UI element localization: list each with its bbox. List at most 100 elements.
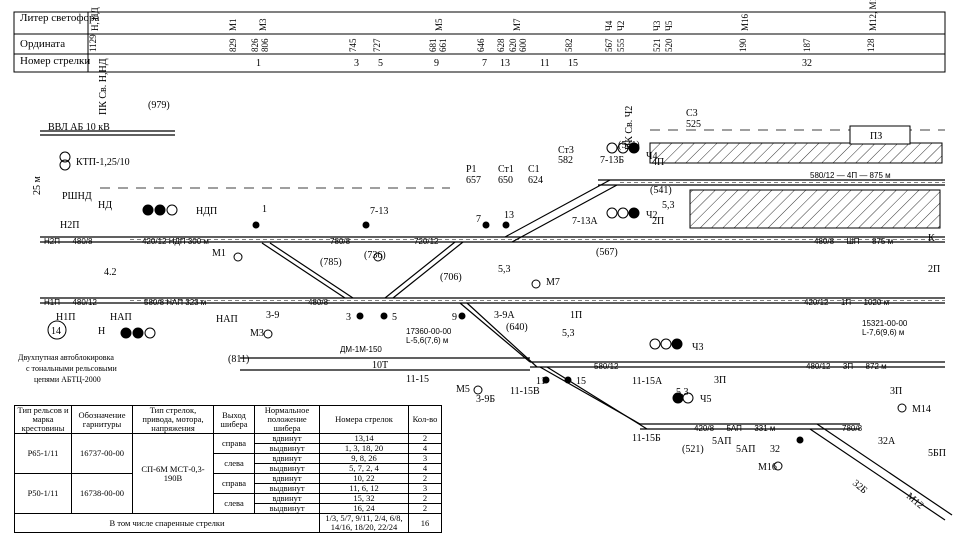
- switch-7-num: 7: [476, 214, 481, 225]
- transformer-icon: [59, 159, 71, 171]
- st3-label: Ст3: [558, 145, 574, 156]
- circle-14-label: 14: [51, 326, 61, 337]
- row-label-ordinate: Ордината: [20, 38, 65, 50]
- value-53: 5,3: [676, 387, 689, 398]
- track-1p-label: 1П: [570, 310, 582, 321]
- track-4p-label: 4П: [652, 157, 664, 168]
- km-736: (736): [364, 250, 386, 261]
- spec-header-row: Тип рельсов и марка крестовины Обозначен…: [14, 405, 442, 434]
- signal-lamp-icon: [617, 142, 629, 154]
- track-shp-length: 480/8 — ШП — 875 м: [814, 237, 893, 246]
- signal-lamp-icon: [606, 142, 618, 154]
- signal-lamp-icon: [154, 204, 166, 216]
- switch-number-cells: 1 3 5 9 7 13 11 15 32: [256, 58, 812, 69]
- distance-label: 25 м: [32, 176, 43, 196]
- signal-m12-label: М12: [904, 491, 926, 512]
- ndp-label: НДП: [196, 206, 217, 217]
- spec-nums: 5, 7, 2, 4: [319, 463, 409, 474]
- track-n1p-length: Н1П — 480/12: [44, 298, 97, 307]
- pk-nnd-label: ПК Св. Н,НД: [98, 58, 109, 115]
- track-5ap-length: 420/8 — 5АП — 331 м: [694, 424, 775, 433]
- signal-lamp-icon: [672, 392, 684, 404]
- km-785: (785): [320, 257, 342, 268]
- switch-point-icon: [542, 376, 550, 384]
- signal-ch2: Ч2: [616, 21, 626, 31]
- spec-qty: 2: [408, 503, 442, 514]
- spec-nums: 16, 24: [319, 503, 409, 514]
- switch-number: 1: [256, 58, 261, 69]
- dwarf-signal-icon: [773, 461, 783, 471]
- c1-num: 624: [528, 175, 543, 186]
- signal-ch4-label: Ч4: [646, 151, 658, 162]
- track-10t-label: 10Т: [372, 360, 388, 371]
- spec-header: Кол-во: [408, 405, 442, 434]
- switch-32-label: 32: [770, 444, 780, 455]
- switch-5-num: 5: [392, 312, 397, 323]
- switch-39b-label: 3-9Б: [476, 394, 495, 405]
- ordinate: 582: [564, 39, 574, 53]
- switch-1115b-label: 11-15Б: [632, 433, 661, 444]
- km-811: (811): [228, 354, 249, 365]
- track-ndp-length: 420/12 НДП 300 м: [142, 237, 209, 246]
- track-nap-length: 580/8 НАП 323 м: [144, 298, 206, 307]
- switch-39-label: 3-9: [266, 310, 279, 321]
- spec-header: Нормальное положение шибера: [254, 405, 320, 434]
- track-480-length: 480/8: [308, 298, 329, 307]
- track-2p-end-label: 2П: [928, 264, 940, 275]
- dwarf-signal-icon: [373, 252, 383, 262]
- track-3p-end-label: 3П: [890, 386, 902, 397]
- spec-qty: 4: [408, 443, 442, 454]
- ordinate: 555: [616, 38, 626, 52]
- switch-number: 3: [354, 58, 359, 69]
- ordinate: 600: [518, 38, 528, 52]
- signal-lamp-icon: [671, 338, 683, 350]
- header-table: Литер светофора Ордината Номер стрелки Н…: [13, 0, 946, 73]
- spec-pos: вдвинут: [254, 493, 320, 504]
- ordinate: 829: [228, 38, 238, 52]
- track-720-length: 720/12: [414, 237, 439, 246]
- spec-header: Тип рельсов и марка крестовины: [14, 405, 72, 434]
- ordinate: 620: [508, 38, 518, 52]
- turnout-17360-length: L-5,6(7,6) м: [406, 336, 448, 345]
- signal-lamp-icon: [142, 204, 154, 216]
- n1p-label: Н1П: [56, 312, 75, 323]
- spec-header: Обозначение гарнитуры: [71, 405, 133, 434]
- catenary-line: [40, 129, 945, 189]
- switch-point-icon: [380, 312, 388, 320]
- dwarf-signal-icon: [897, 403, 907, 413]
- spec-row: Р65-1/11 16737-00-00 СП-6М МСТ-0,3-190В …: [14, 433, 442, 514]
- switch-number: 15: [568, 58, 578, 69]
- ab-note-line1: Двухпутная автоблокировка: [18, 353, 114, 362]
- spec-pos: выдвинут: [254, 483, 320, 494]
- switch-point-icon: [564, 376, 572, 384]
- spec-pos: выдвинут: [254, 503, 320, 514]
- track-5bp-label: 5БП: [928, 448, 946, 459]
- ordinate: 681: [428, 39, 438, 53]
- spec-nums: 1, 3, 18, 20: [319, 443, 409, 454]
- turnout-17360: 17360-00-00: [406, 327, 452, 336]
- spec-pos: вдвинут: [254, 433, 320, 444]
- ab-note-line3: цепями АБТЦ-2000: [34, 375, 101, 384]
- spec-rail-type: Р50-1/11: [14, 473, 72, 514]
- signal-ch3-label: Ч3: [692, 342, 704, 353]
- ordinate: 646: [476, 38, 486, 52]
- p1-label: Р1: [466, 164, 477, 175]
- pz-building: [849, 125, 911, 145]
- spec-nums: 13,14: [319, 433, 409, 444]
- c3-num: 525: [686, 119, 701, 130]
- km-541-mid: (541): [650, 185, 672, 196]
- track-5ap2-label: 5АП: [736, 444, 755, 455]
- signal-m7-label: М7: [546, 277, 560, 288]
- spec-nums: 10, 22: [319, 473, 409, 484]
- value-42: 4.2: [104, 267, 117, 278]
- signal-lamp-icon: [132, 327, 144, 339]
- signal-m5-label: М5: [456, 384, 470, 395]
- ab-note-line2: с тональными рельсовыми: [26, 364, 117, 373]
- c3-label: С3: [686, 108, 698, 119]
- st1-label: Ст1: [498, 164, 514, 175]
- switch-39a-label: 3-9А: [494, 310, 515, 321]
- switch-point-icon: [502, 221, 510, 229]
- spec-type-block: СП-6М МСТ-0,3-190В: [132, 433, 214, 514]
- p1-num: 657: [466, 175, 481, 186]
